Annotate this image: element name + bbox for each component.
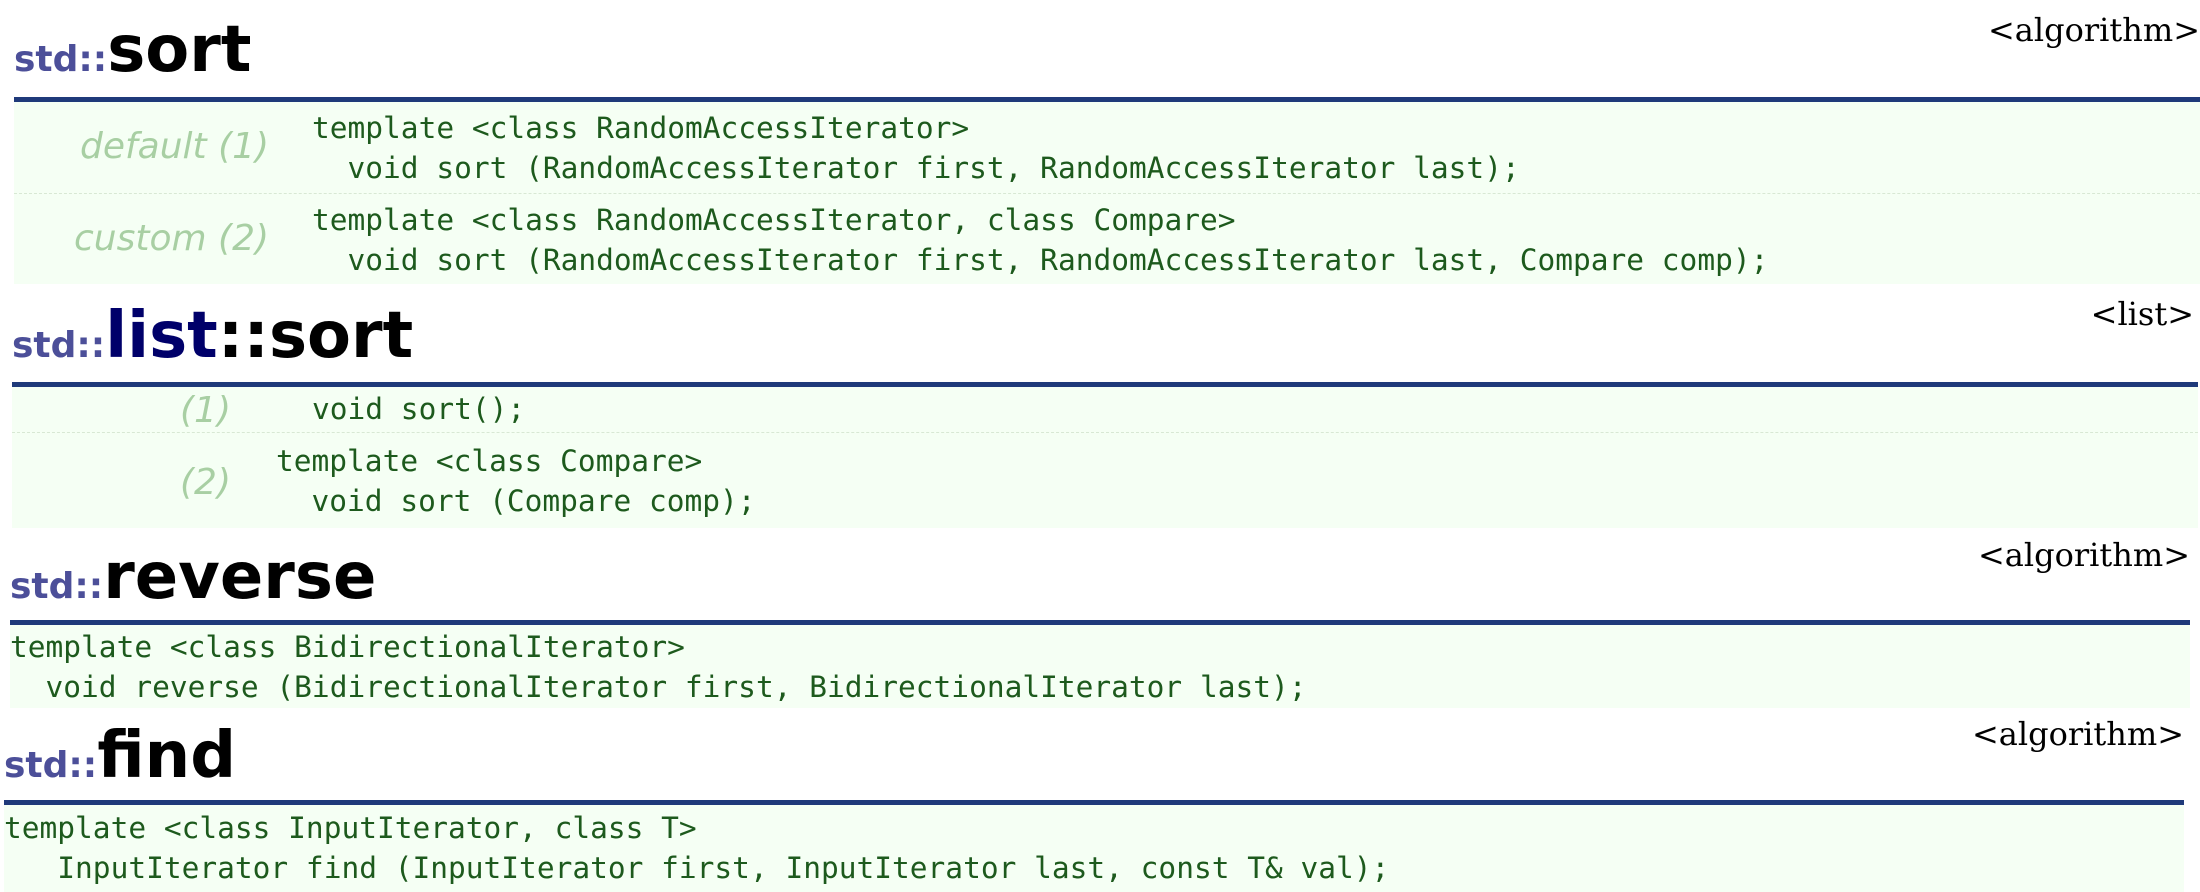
header-file: <algorithm> [1971,715,2184,753]
prototype-table: default (1) template <class RandomAccess… [14,102,2200,284]
section-std-list-sort: std::list::sort <list> (1) void sort(); … [0,284,2200,528]
prototype-row: custom (2) template <class RandomAccessI… [14,193,2200,285]
title-rule [10,620,2190,625]
section-std-reverse: std::reverse <algorithm> template <class… [0,528,2200,708]
version-label: custom (2) [74,218,270,259]
function-name: find [97,719,237,793]
code-line: template <class InputIterator, class T> [4,811,697,845]
page-title: std::list::sort [12,304,413,368]
function-name: reverse [103,540,377,614]
code-line: template <class Compare> [276,444,703,478]
title-rule [14,97,2200,102]
code-line: void reverse (BidirectionalIterator firs… [10,670,1307,704]
header-file: <algorithm> [1977,536,2190,574]
header-file: <list> [2090,295,2194,333]
code-line: void sort (Compare comp); [276,484,756,518]
version-label: (1) [180,390,231,431]
namespace-prefix: std:: [10,566,104,607]
section-std-find: std::find <algorithm> template <class In… [0,708,2200,892]
class-name: list [105,299,218,373]
code-line: void sort (RandomAccessIterator first, R… [312,243,1769,277]
title-rule [4,800,2184,805]
page-title: std::sort [14,18,251,82]
title-rule [12,382,2198,387]
code-line: template <class RandomAccessIterator, cl… [312,203,1236,237]
code-line: template <class BidirectionalIterator> [10,630,685,664]
page-title: std::find [4,724,236,788]
code-line: void sort(); [312,392,526,426]
prototype-row: template <class InputIterator, class T> … [4,805,2184,892]
prototype-row: (1) void sort(); [12,387,2198,431]
prototype-table: (1) void sort(); (2) template <class Com… [12,387,2198,528]
namespace-prefix: std:: [14,39,108,80]
prototype-table: template <class InputIterator, class T> … [4,805,2184,892]
section-std-sort: std::sort <algorithm> default (1) templa… [0,0,2200,284]
code-line: InputIterator find (InputIterator first,… [4,851,1390,885]
function-name: sort [107,13,252,87]
prototype-row: default (1) template <class RandomAccess… [14,102,2200,192]
header-file: <algorithm> [1987,11,2200,49]
version-label: (2) [180,462,231,503]
version-label: default (1) [80,126,270,167]
page-title: std::reverse [10,545,376,609]
function-name: ::sort [217,299,414,373]
namespace-prefix: std:: [12,325,106,366]
prototype-table: template <class BidirectionalIterator> v… [10,625,2190,708]
code-line: template <class RandomAccessIterator> [312,111,970,145]
code-line: void sort (RandomAccessIterator first, R… [312,151,1520,185]
namespace-prefix: std:: [4,745,98,786]
prototype-row: template <class BidirectionalIterator> v… [10,625,2190,708]
prototype-row: (2) template <class Compare> void sort (… [12,432,2198,529]
